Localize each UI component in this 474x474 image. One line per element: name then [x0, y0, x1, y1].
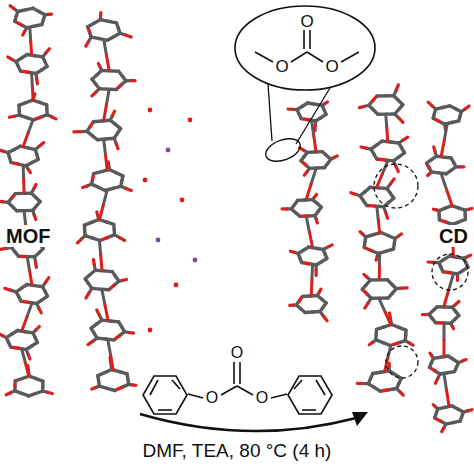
atom-label: O: [206, 390, 218, 406]
callout-ellipse: O O O: [233, 4, 377, 92]
atom-label: O: [256, 390, 268, 406]
atom-label: O: [325, 58, 338, 75]
reaction-conditions: DMF, TEA, 80 °C (4 h): [143, 441, 332, 460]
structure-label: CD: [437, 225, 470, 247]
atom-label: O: [300, 13, 313, 30]
atom-label: O: [231, 345, 243, 361]
structure-label: MOF: [4, 225, 52, 247]
atom-label: O: [275, 58, 288, 75]
reaction-arrow: [140, 412, 368, 431]
stick-model: [0, 6, 472, 432]
diphenyl-carbonate: [143, 362, 332, 414]
